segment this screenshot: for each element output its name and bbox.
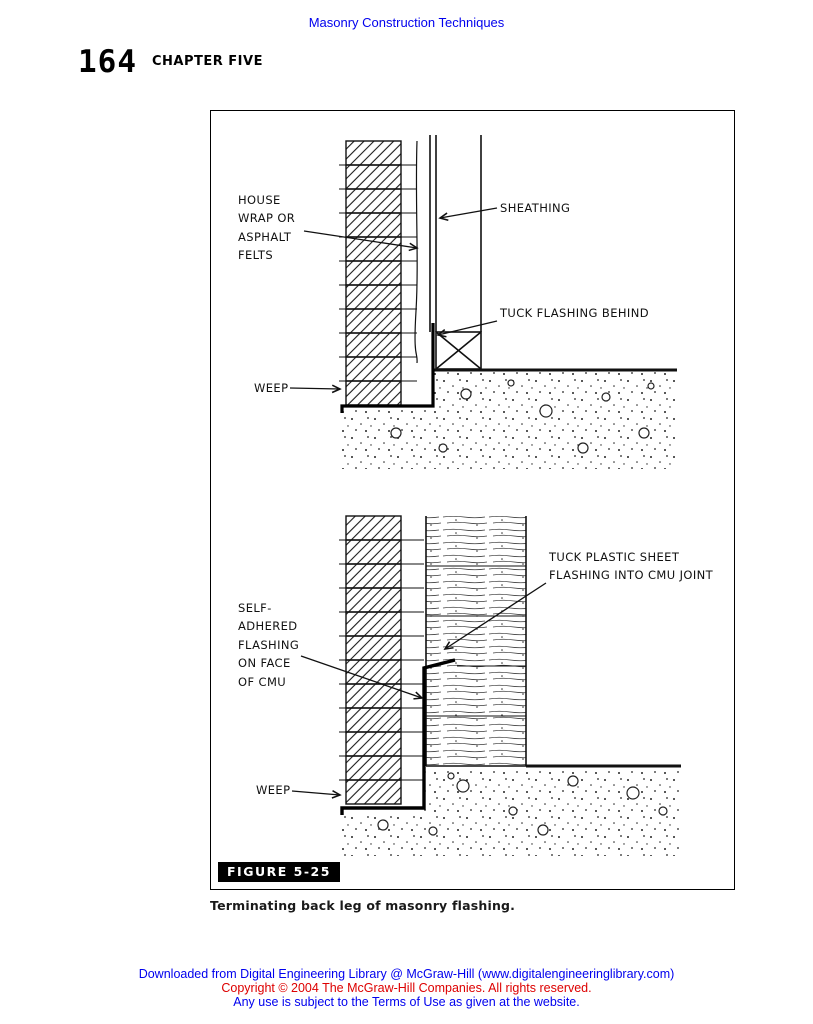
brick-ties-top (339, 164, 417, 382)
label-sheathing: SHEATHING (500, 201, 571, 215)
label-tuck-flashing: TUCK FLASHING BEHIND (500, 306, 649, 320)
label-tuck-plastic: TUCK PLASTIC SHEET FLASHING INTO CMU JOI… (549, 550, 714, 583)
label-weep-bottom: WEEP (256, 783, 291, 797)
top-detail (289, 135, 677, 469)
label-weep-top: WEEP (254, 381, 289, 395)
figure-number-tag: FIGURE 5-25 (218, 862, 340, 882)
leaders-bottom (291, 582, 547, 795)
page-number: 164 (78, 44, 137, 80)
framing-plate (435, 331, 482, 370)
footer-copyright-line: Copyright © 2004 The McGraw-Hill Compani… (221, 981, 592, 995)
running-title: Masonry Construction Techniques (308, 15, 505, 30)
footer-terms-line: Any use is subject to the Terms of Use a… (233, 995, 580, 1009)
cmu-wall (425, 516, 527, 767)
flashing-bottom (340, 658, 456, 815)
page-header: 164 CHAPTER FIVE (78, 47, 263, 78)
flashing-detail-drawing (289, 135, 681, 856)
sheathing-lines (429, 135, 482, 332)
footer-download-line: Downloaded from Digital Engineering Libr… (138, 967, 675, 981)
chapter-title: CHAPTER FIVE (152, 54, 263, 69)
label-self-adhered: SELF- ADHERED FLASHING ON FACE OF CMU (238, 601, 300, 689)
bottom-detail (291, 515, 681, 856)
figure-caption: Terminating back leg of masonry flashing… (210, 898, 516, 913)
leaders-top (289, 207, 498, 389)
soil-top (340, 372, 677, 469)
figure-frame: HOUSE WRAP OR ASPHALT FELTS SHEATHING TU… (210, 110, 735, 890)
label-house-wrap: HOUSE WRAP OR ASPHALT FELTS (238, 193, 296, 263)
page-footer: Downloaded from Digital Engineering Libr… (0, 967, 813, 1009)
brick-veneer-top (345, 140, 402, 406)
flashing-top (340, 323, 435, 413)
house-wrap-line (414, 140, 418, 364)
